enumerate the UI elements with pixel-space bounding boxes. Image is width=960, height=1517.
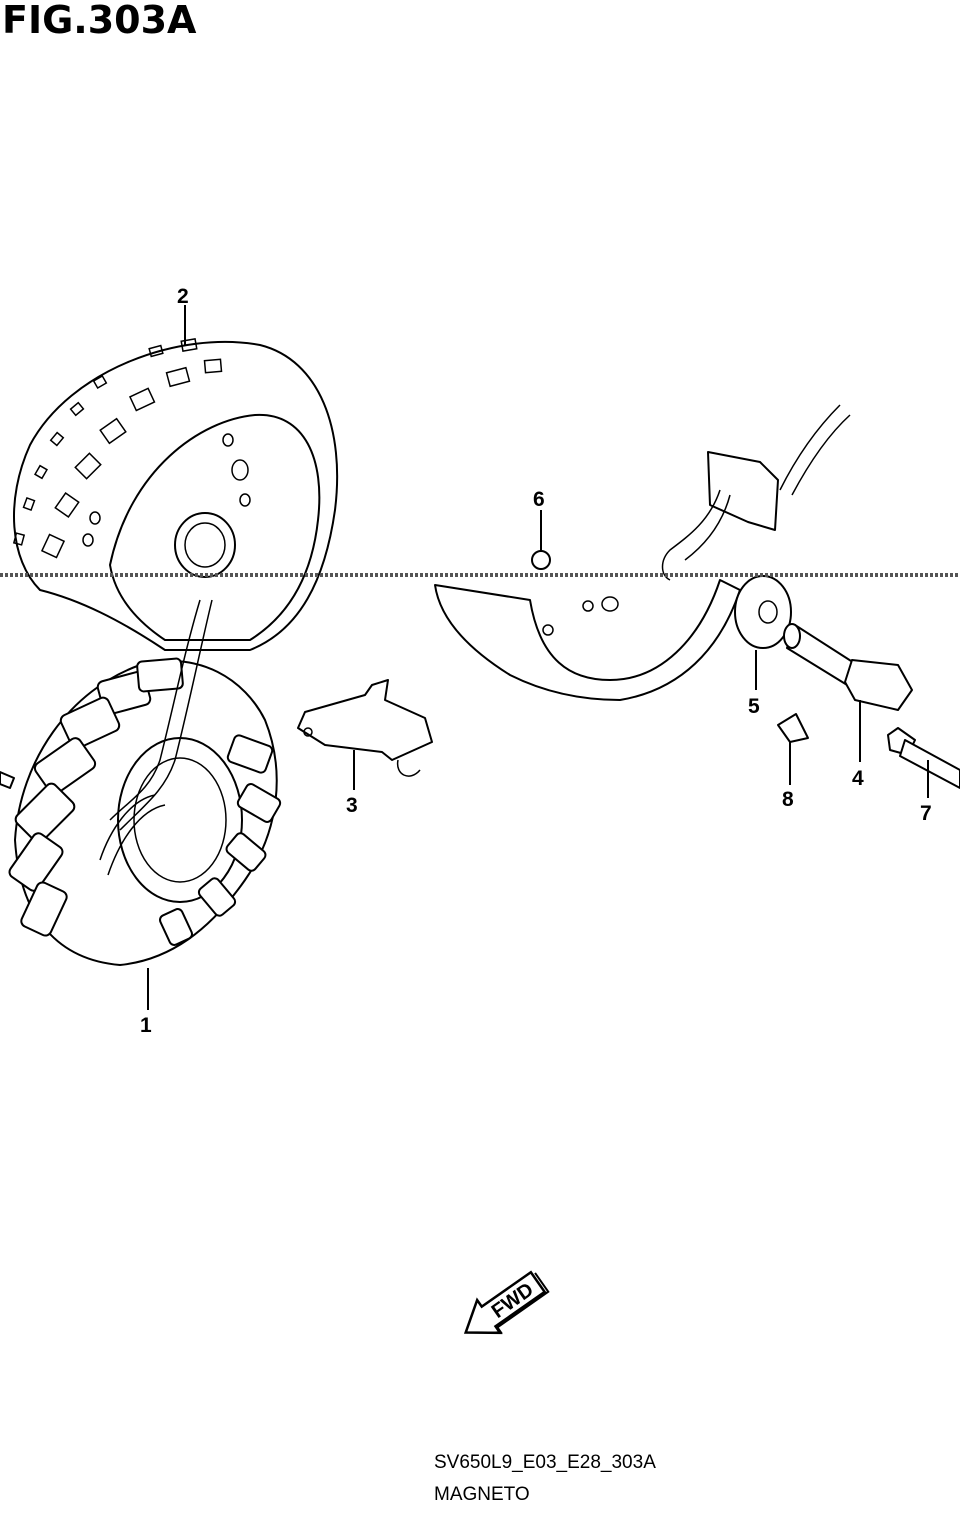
cover-housing	[434, 550, 741, 701]
callout-2: 2	[177, 285, 189, 308]
key-part-8	[777, 713, 809, 743]
callout-1: 1	[140, 1014, 152, 1037]
footer-code: SV650L9_E03_E28_303A	[434, 1452, 656, 1473]
bolt-part-4	[783, 623, 913, 711]
bracket-part-3	[297, 679, 433, 777]
callout-5: 5	[748, 695, 760, 718]
fwd-arrow-icon: FWD	[463, 1270, 550, 1335]
figure-title: FIG.303A	[2, 0, 197, 42]
washer-part-5	[734, 575, 792, 649]
long-bolt-part-7	[887, 727, 960, 789]
footer-caption: MAGNETO	[434, 1484, 530, 1505]
callout-7: 7	[920, 802, 932, 825]
screw-left-edge	[0, 771, 15, 789]
rotor-part-2	[12, 337, 339, 651]
callout-4: 4	[852, 767, 864, 790]
connector-cable	[661, 404, 851, 581]
callout-8: 8	[782, 788, 794, 811]
callout-6: 6	[533, 488, 545, 511]
callout-3: 3	[346, 794, 358, 817]
stator-part-1	[8, 599, 282, 966]
